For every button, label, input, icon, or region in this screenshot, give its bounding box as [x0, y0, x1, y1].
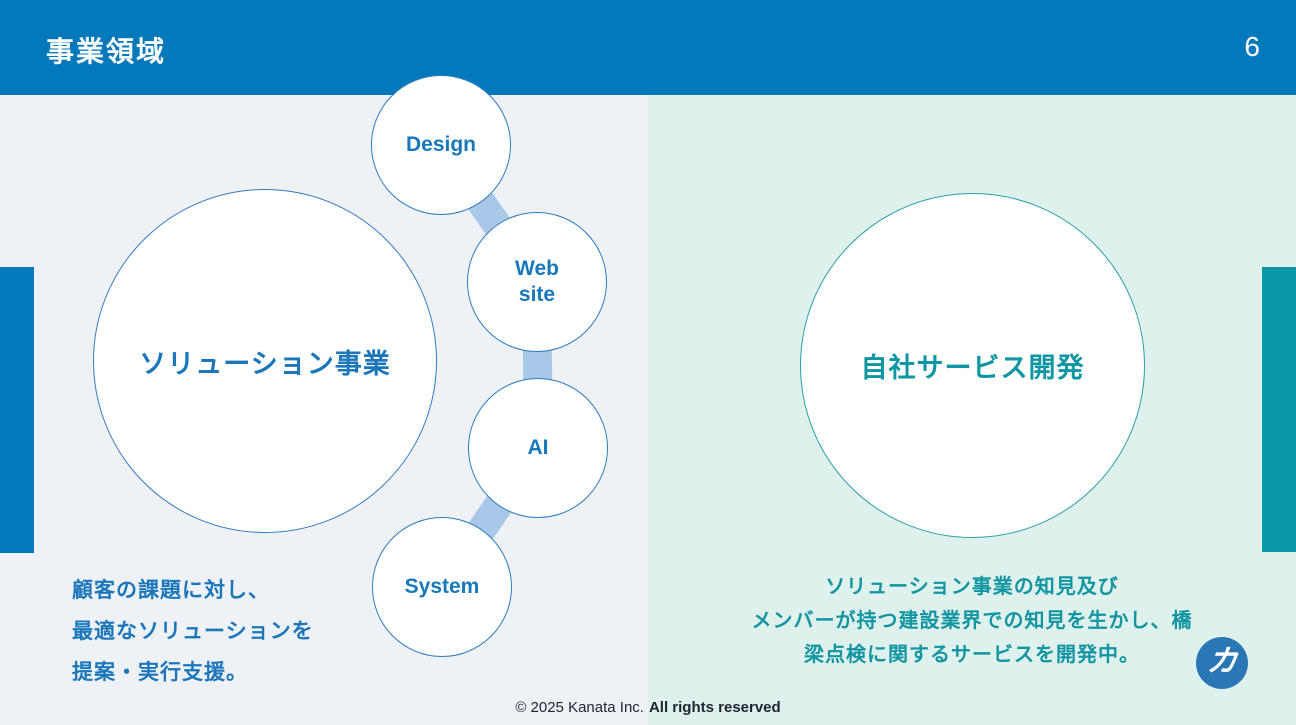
- rights-text: All rights reserved: [648, 699, 781, 716]
- right-accent-bar: [1262, 267, 1296, 552]
- left-accent-bar: [0, 267, 34, 553]
- kanata-logo-glyph: カ: [1205, 644, 1239, 678]
- solution-description-line: 最適なソリューションを: [72, 620, 314, 643]
- header-bar: 事業領域 6: [0, 0, 1296, 95]
- sub-circle-system: System: [372, 517, 512, 657]
- sub-circle-ai: AI: [468, 378, 608, 518]
- solution-description: 顧客の課題に対し、 最適なソリューションを 提案・実行支援。: [72, 570, 314, 693]
- service-description-line: 梁点検に関するサービスを開発中。: [804, 644, 1140, 666]
- sub-circle-website-label: Web site: [515, 256, 559, 306]
- kanata-logo-icon: カ: [1196, 637, 1248, 689]
- service-description: ソリューション事業の知見及び メンバーが持つ建設業界での知見を生かし、橋 梁点検…: [648, 570, 1296, 672]
- solution-main-circle: ソリューション事業: [93, 189, 437, 533]
- solution-circle-label: ソリューション事業: [139, 348, 391, 379]
- service-main-circle: 自社サービス開発: [800, 193, 1145, 538]
- page-number: 6: [1244, 31, 1260, 62]
- sub-circle-design: Design: [371, 75, 511, 215]
- footer-copyright: © 2025 Kanata Inc. All rights reserved: [0, 699, 1296, 716]
- solution-description-line: 提案・実行支援。: [72, 661, 248, 684]
- sub-circle-website: Web site: [467, 212, 607, 352]
- page-title: 事業領域: [46, 36, 167, 67]
- solution-description-line: 顧客の課題に対し、: [72, 579, 270, 602]
- sub-circle-system-label: System: [404, 574, 480, 598]
- service-circle-label: 自社サービス開発: [860, 353, 1085, 383]
- service-description-line: メンバーが持つ建設業界での知見を生かし、橋: [751, 610, 1193, 632]
- sub-circle-design-label: Design: [405, 132, 476, 156]
- copyright-text: © 2025 Kanata Inc.: [515, 699, 644, 716]
- service-description-line: ソリューション事業の知見及び: [825, 576, 1119, 598]
- sub-circle-ai-label: AI: [527, 435, 549, 459]
